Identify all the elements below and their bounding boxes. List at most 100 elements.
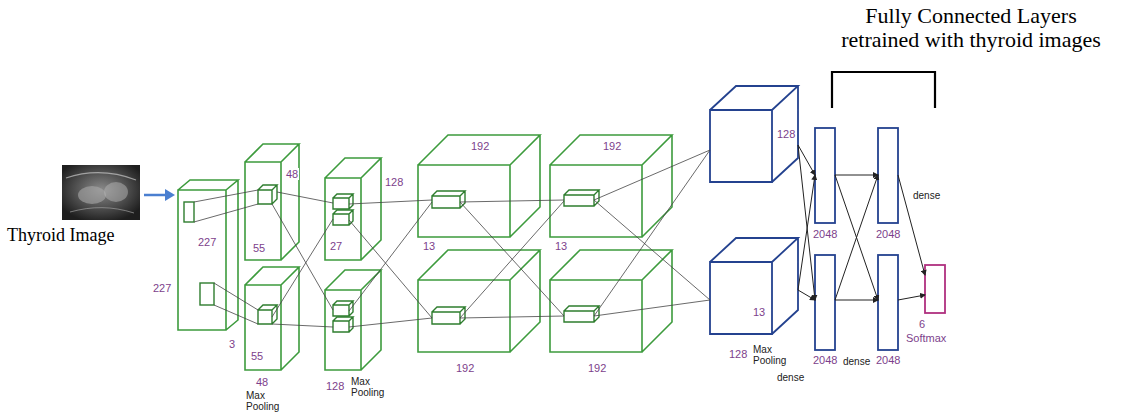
kernel bbox=[564, 306, 599, 322]
conv1-volume bbox=[245, 267, 299, 370]
conv5-volume bbox=[710, 86, 798, 182]
dimension-number: 128 bbox=[728, 348, 748, 360]
conv-volumes bbox=[178, 135, 672, 370]
dimension-number: 128 bbox=[325, 380, 345, 392]
kernel bbox=[333, 301, 353, 316]
softmax-layer bbox=[925, 265, 945, 313]
fc-layer bbox=[815, 255, 835, 350]
dense-line bbox=[798, 290, 815, 300]
conv2-volume bbox=[325, 158, 381, 260]
conv4-volume bbox=[550, 135, 672, 237]
dimension-number: 2048 bbox=[875, 228, 901, 240]
input-caption: Thyroid Image bbox=[6, 226, 115, 246]
conv-line bbox=[272, 219, 333, 317]
dimension-number: 48 bbox=[285, 168, 299, 180]
kernel bbox=[184, 202, 194, 222]
dimension-number: 128 bbox=[776, 128, 796, 140]
input-arrow bbox=[144, 194, 166, 197]
conv-line bbox=[594, 300, 710, 316]
input-arrow-head bbox=[165, 189, 175, 201]
conv-line bbox=[460, 316, 564, 318]
conv2-volume bbox=[325, 270, 381, 370]
dimension-number: 192 bbox=[470, 140, 490, 152]
kernel bbox=[258, 185, 277, 204]
conv4-volume bbox=[550, 250, 672, 352]
dimension-number: 13 bbox=[554, 240, 568, 252]
thyroid-image bbox=[62, 165, 140, 220]
ultrasound-frame bbox=[62, 165, 140, 220]
dimension-number: 192 bbox=[602, 140, 622, 152]
dimension-number: 55 bbox=[250, 350, 264, 362]
conv-line bbox=[594, 200, 710, 300]
dimension-number: 227 bbox=[197, 236, 217, 248]
connection-lines bbox=[194, 150, 710, 327]
dimension-number: 55 bbox=[252, 242, 266, 254]
conv-line bbox=[194, 204, 258, 222]
ultrasound-lobe bbox=[78, 186, 106, 204]
kernel bbox=[333, 317, 353, 332]
conv-line bbox=[349, 318, 432, 327]
dimension-number: 128 bbox=[384, 176, 404, 188]
dense-lines bbox=[798, 145, 925, 300]
bracket-caption: Fully Connected Layers retrained with th… bbox=[830, 4, 1112, 52]
kernel bbox=[333, 210, 353, 225]
dimension-number: 13 bbox=[422, 240, 436, 252]
conv-line bbox=[272, 204, 333, 310]
class-count: 6 bbox=[918, 318, 926, 330]
input-volume bbox=[178, 180, 238, 330]
fc-layer bbox=[878, 128, 898, 223]
conv-line bbox=[349, 220, 432, 318]
ultrasound-streak bbox=[66, 173, 136, 180]
conv-line bbox=[272, 324, 333, 327]
ultrasound-streak bbox=[70, 208, 134, 213]
pooling-label: Max Pooling bbox=[245, 390, 289, 412]
ultrasound-lobe bbox=[104, 182, 128, 202]
kernel bbox=[432, 307, 465, 324]
conv3-volume bbox=[418, 135, 540, 237]
conv3-volume bbox=[418, 250, 540, 352]
pooling-label: Max Pooling bbox=[752, 344, 796, 366]
dimension-number: 2048 bbox=[812, 228, 838, 240]
dimension-number: 192 bbox=[455, 362, 475, 374]
dense-line bbox=[835, 175, 878, 300]
conv-line bbox=[194, 190, 258, 202]
dense-volumes bbox=[710, 86, 898, 350]
dense-label: dense bbox=[776, 372, 805, 383]
kernel bbox=[200, 283, 214, 305]
conv1-volume bbox=[245, 144, 299, 260]
fc-bracket bbox=[832, 72, 935, 108]
dimension-number: 13 bbox=[752, 306, 766, 318]
pooling-label: Max Pooling bbox=[350, 376, 394, 398]
dense-line bbox=[835, 300, 878, 301]
kernel bbox=[258, 305, 277, 324]
dimension-number: 227 bbox=[152, 282, 172, 294]
fc-layer bbox=[815, 128, 835, 223]
dense-line bbox=[835, 175, 878, 176]
dimension-number: 192 bbox=[587, 362, 607, 374]
dense-label: dense bbox=[842, 356, 871, 367]
dimension-number: 2048 bbox=[875, 354, 901, 366]
fc-layer bbox=[878, 255, 898, 350]
conv-line bbox=[214, 283, 258, 310]
dense-line bbox=[835, 175, 878, 300]
kernel bbox=[432, 191, 465, 208]
dimension-number: 3 bbox=[228, 338, 236, 350]
kernels bbox=[184, 185, 599, 332]
dimension-number: 48 bbox=[255, 376, 269, 388]
kernel bbox=[564, 190, 599, 206]
conv-line bbox=[460, 200, 564, 202]
conv-line bbox=[460, 201, 564, 318]
kernel bbox=[333, 194, 353, 209]
dimension-number: 2048 bbox=[812, 354, 838, 366]
conv-line bbox=[594, 150, 710, 316]
conv-line bbox=[214, 305, 258, 324]
dense-label: dense bbox=[912, 190, 941, 201]
dimension-number: 27 bbox=[329, 240, 343, 252]
dense-line bbox=[798, 145, 815, 300]
conv-line bbox=[349, 200, 432, 204]
conv-line bbox=[349, 202, 432, 311]
conv5-volume bbox=[710, 238, 798, 334]
softmax-label: Softmax bbox=[905, 332, 947, 344]
